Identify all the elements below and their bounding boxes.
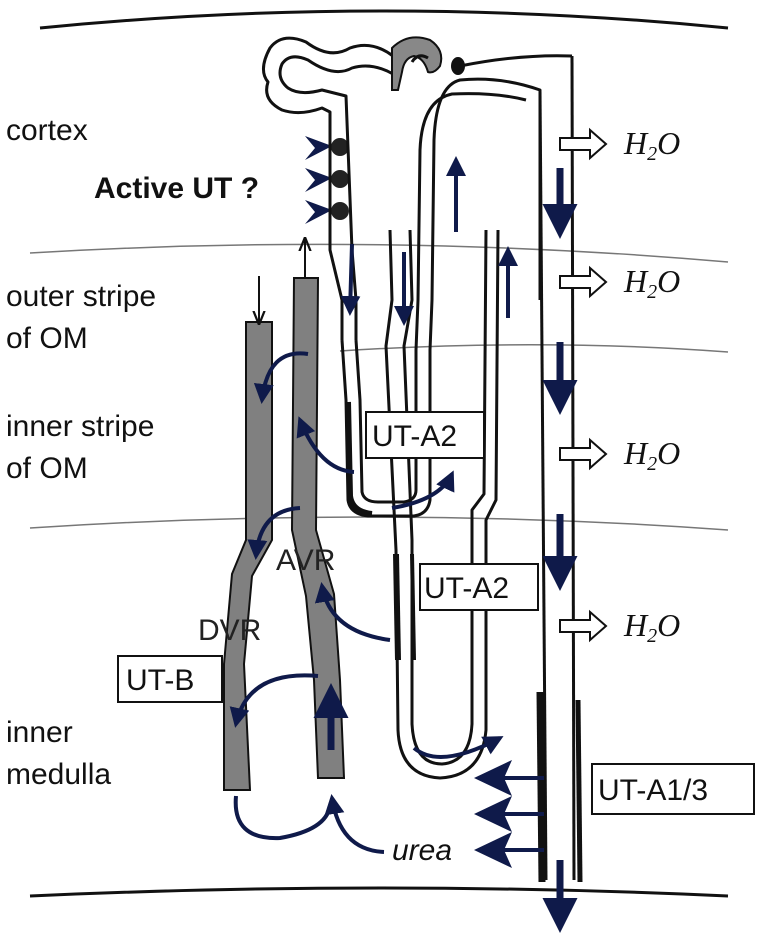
water-efflux-3: H2O <box>559 435 680 475</box>
urea-to-avr <box>324 794 385 854</box>
svg-text:H2O: H2O <box>623 263 680 303</box>
connecting-tubule <box>459 54 573 68</box>
long-loop-thick-wall <box>393 553 401 661</box>
outer-stripe-boundary-line <box>339 344 729 353</box>
water-subscript: 2 <box>647 143 657 165</box>
water-symbol: H <box>623 125 649 161</box>
water-subscript: 2 <box>647 453 657 475</box>
avr-to-dvr-lower <box>229 673 319 728</box>
avr-to-dvr-upper <box>253 351 309 404</box>
avr-vessel <box>290 277 346 779</box>
collecting-duct-thick-left <box>536 691 546 883</box>
long-loop-bottom-flow <box>412 736 504 759</box>
urea-from-ut-a2-upper <box>296 416 355 474</box>
ut-a2-upper-box: UT-A2 <box>365 411 485 459</box>
papilla-base-line <box>29 886 729 898</box>
proximal-tubule <box>262 36 394 340</box>
ut-b-label: UT-B <box>126 664 194 697</box>
proximal-tubule-inner <box>278 55 394 340</box>
ut-a1-3-label: UT-A1/3 <box>598 774 708 807</box>
long-loop-thick-wall-2 <box>410 553 416 661</box>
ut-a1-3-efflux-arrows <box>474 760 544 868</box>
inner-medulla-label-2: medulla <box>6 758 111 791</box>
inner-stripe-label: inner stripe <box>6 410 154 443</box>
urea-into-short-loop <box>391 470 455 510</box>
ut-a2-upper-label: UT-A2 <box>372 420 457 453</box>
active-ut-transporters <box>305 136 349 224</box>
dvr-bottom-loop <box>233 795 332 841</box>
collecting-duct-right <box>570 55 576 881</box>
inner-medulla-label: inner <box>6 716 73 749</box>
svg-text:H2O: H2O <box>623 435 680 475</box>
inner-stripe-label-2: of OM <box>6 452 88 485</box>
ut-a2-lower-box: UT-A2 <box>419 563 539 611</box>
short-loop-thick-wall <box>345 401 373 517</box>
water-symbol: H <box>623 607 649 643</box>
active-ut-label: Active UT ? <box>94 172 259 205</box>
collecting-duct-thick-right <box>575 699 583 883</box>
water-efflux-1: H2O <box>559 125 680 165</box>
avr-label: AVR <box>276 544 335 577</box>
dvr-label: DVR <box>198 614 261 647</box>
inner-stripe-boundary-line <box>29 516 729 531</box>
avr-to-dvr-middle <box>247 506 301 560</box>
short-loop-inner <box>354 92 527 504</box>
water-symbol: H <box>623 435 649 471</box>
cortex-boundary-line <box>29 243 729 263</box>
long-loop-inner <box>402 229 488 766</box>
urea-from-ut-a2-lower <box>314 582 391 642</box>
water-efflux-2: H2O <box>559 263 680 303</box>
water-subscript: 2 <box>647 625 657 647</box>
pct-flow-arrow <box>340 243 361 316</box>
water-efflux-4: H2O <box>559 607 680 647</box>
cortex-label: cortex <box>6 114 88 147</box>
water-suffix: O <box>657 435 680 471</box>
ut-b-box: UT-B <box>117 655 223 703</box>
ut-a1-3-box: UT-A1/3 <box>591 763 755 815</box>
water-subscript: 2 <box>647 281 657 303</box>
urea-label: urea <box>392 834 452 867</box>
outer-stripe-label-2: of OM <box>6 322 88 355</box>
svg-text:H2O: H2O <box>623 607 680 647</box>
outer-stripe-label: outer stripe <box>6 280 156 313</box>
ut-a2-lower-label: UT-A2 <box>424 572 509 605</box>
water-suffix: O <box>657 125 680 161</box>
water-suffix: O <box>657 607 680 643</box>
glomerulus <box>391 36 465 91</box>
water-suffix: O <box>657 263 680 299</box>
kidney-surface-line <box>39 9 729 30</box>
short-loop-descending <box>340 77 542 518</box>
water-symbol: H <box>623 263 649 299</box>
collecting-duct-left <box>538 89 548 881</box>
svg-text:H2O: H2O <box>623 125 680 165</box>
